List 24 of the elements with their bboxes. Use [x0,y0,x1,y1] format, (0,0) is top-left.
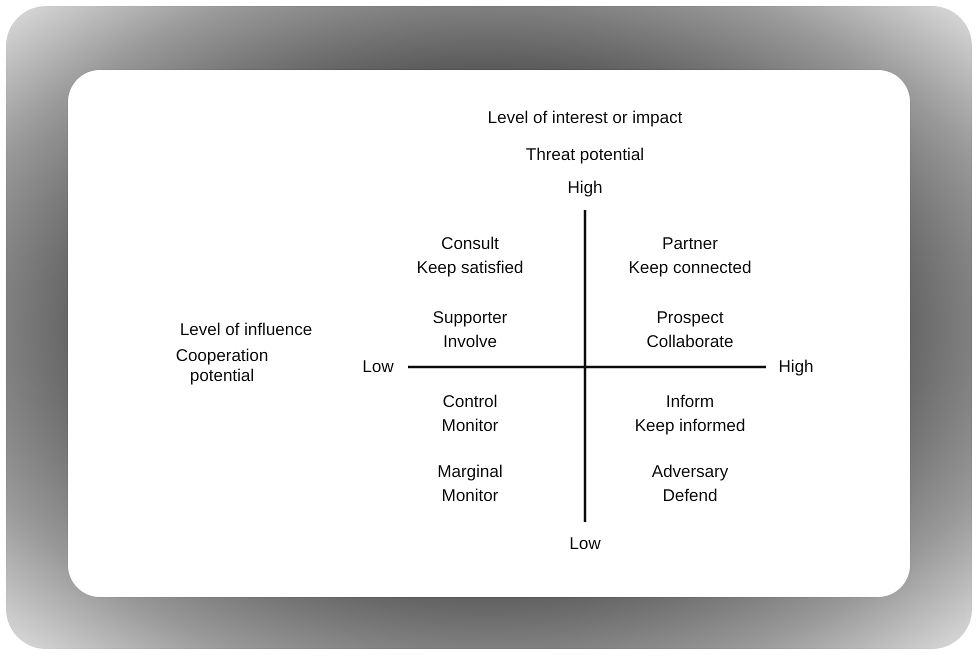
quadrant-label: Inform [666,392,714,412]
axis-title: Level of influence [180,320,312,340]
quadrant-label: Keep satisfied [416,258,524,278]
quadrant-label: Involve [443,332,497,352]
axis-end-label: Low [362,357,394,377]
axis-end-label: High [778,357,814,377]
axis-end-label: High [568,178,602,198]
quadrant-label: Monitor [442,486,498,506]
axis-title: Level of interest or impact [488,108,682,128]
axis-title: Cooperation potential [174,346,270,386]
quadrant-label: Consult [441,234,499,254]
quadrant-label: Control [442,392,498,412]
quadrant-label: Partner [662,234,718,254]
quadrant-label: Collaborate [646,332,734,352]
axis-title: Threat potential [526,145,644,165]
quadrant-label: Keep informed [634,416,746,436]
quadrant-label: Keep connected [628,258,752,278]
quadrant-label: Monitor [442,416,498,436]
quadrant-label: Supporter [432,308,508,328]
quadrant-label: Marginal [437,462,503,482]
quadrant-label: Prospect [656,308,724,328]
quadrant-label: Defend [662,486,718,506]
axis-end-label: Low [569,534,601,554]
quadrant-label: Adversary [652,462,728,482]
